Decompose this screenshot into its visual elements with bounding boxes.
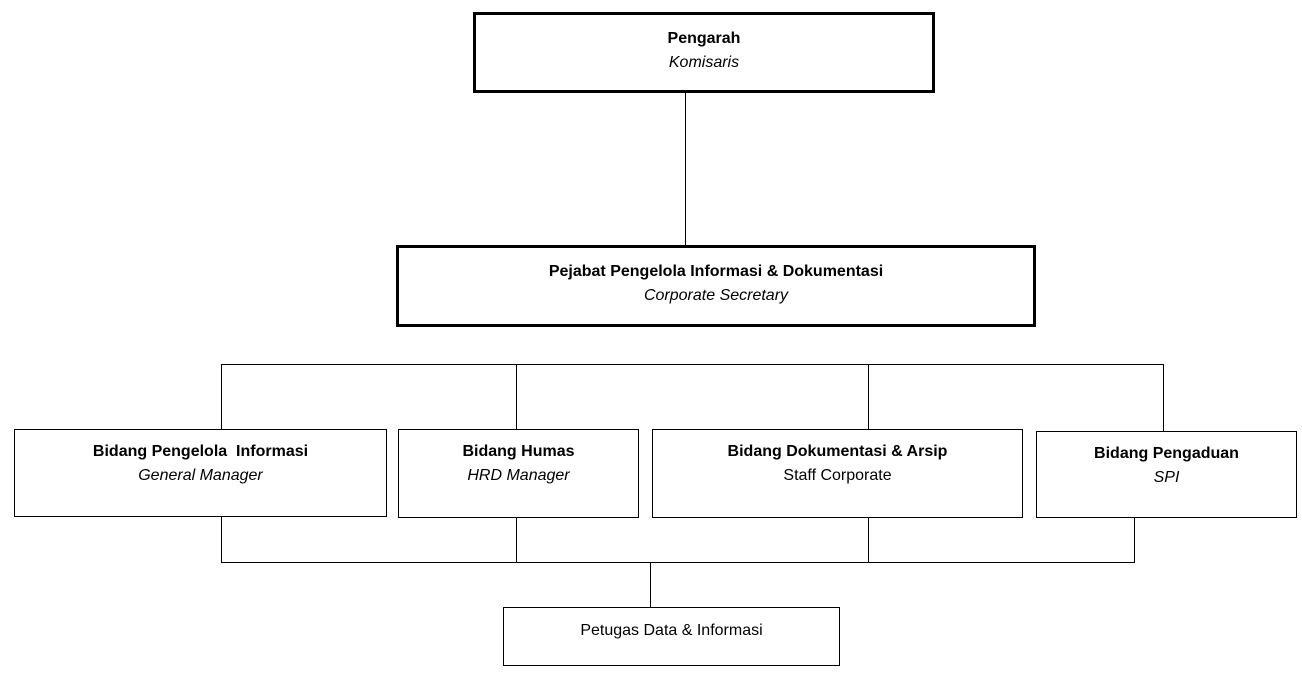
node-bidang-pengaduan: Bidang Pengaduan SPI [1036, 431, 1297, 518]
node-bidang-pengelola-informasi-title: Bidang Pengelola Informasi [92, 443, 309, 460]
node-petugas: Petugas Data & Informasi [503, 607, 840, 666]
connector-top-drop-3 [868, 364, 869, 430]
connector-top-drop-1 [221, 364, 222, 430]
connector-bottom-bus [221, 562, 1135, 563]
node-petugas-label: Petugas Data & Informasi [580, 622, 763, 639]
connector-top-drop-4 [1163, 364, 1164, 432]
node-ppid: Pejabat Pengelola Informasi & Dokumentas… [396, 245, 1036, 327]
node-bidang-pengelola-informasi: Bidang Pengelola Informasi General Manag… [14, 429, 387, 517]
node-bidang-pengaduan-title: Bidang Pengaduan [1094, 445, 1239, 462]
node-pengarah: Pengarah Komisaris [473, 12, 935, 93]
node-bidang-dokumentasi-arsip-title: Bidang Dokumentasi & Arsip [727, 443, 948, 460]
node-bidang-humas-subtitle: HRD Manager [467, 467, 570, 484]
connector-bottom-rise-3 [868, 515, 869, 562]
connector-pengarah-ppid [685, 92, 686, 247]
node-pengarah-subtitle: Komisaris [668, 54, 740, 71]
node-bidang-humas: Bidang Humas HRD Manager [398, 429, 639, 518]
connector-top-drop-2 [516, 364, 517, 430]
node-bidang-humas-title: Bidang Humas [462, 443, 575, 460]
node-ppid-title: Pejabat Pengelola Informasi & Dokumentas… [548, 263, 884, 280]
connector-top-bus [221, 364, 1164, 365]
connector-bottom-rise-4 [1134, 517, 1135, 562]
node-bidang-pengaduan-subtitle: SPI [1153, 469, 1180, 486]
node-bidang-dokumentasi-arsip-subtitle: Staff Corporate [783, 467, 892, 484]
node-pengarah-title: Pengarah [667, 30, 741, 47]
node-bidang-dokumentasi-arsip: Bidang Dokumentasi & Arsip Staff Corpora… [652, 429, 1023, 518]
connector-bottom-rise-1 [221, 516, 222, 562]
connector-petugas [650, 562, 651, 608]
node-ppid-subtitle: Corporate Secretary [643, 287, 789, 304]
node-bidang-pengelola-informasi-subtitle: General Manager [138, 467, 263, 484]
connector-bottom-rise-2 [516, 517, 517, 562]
